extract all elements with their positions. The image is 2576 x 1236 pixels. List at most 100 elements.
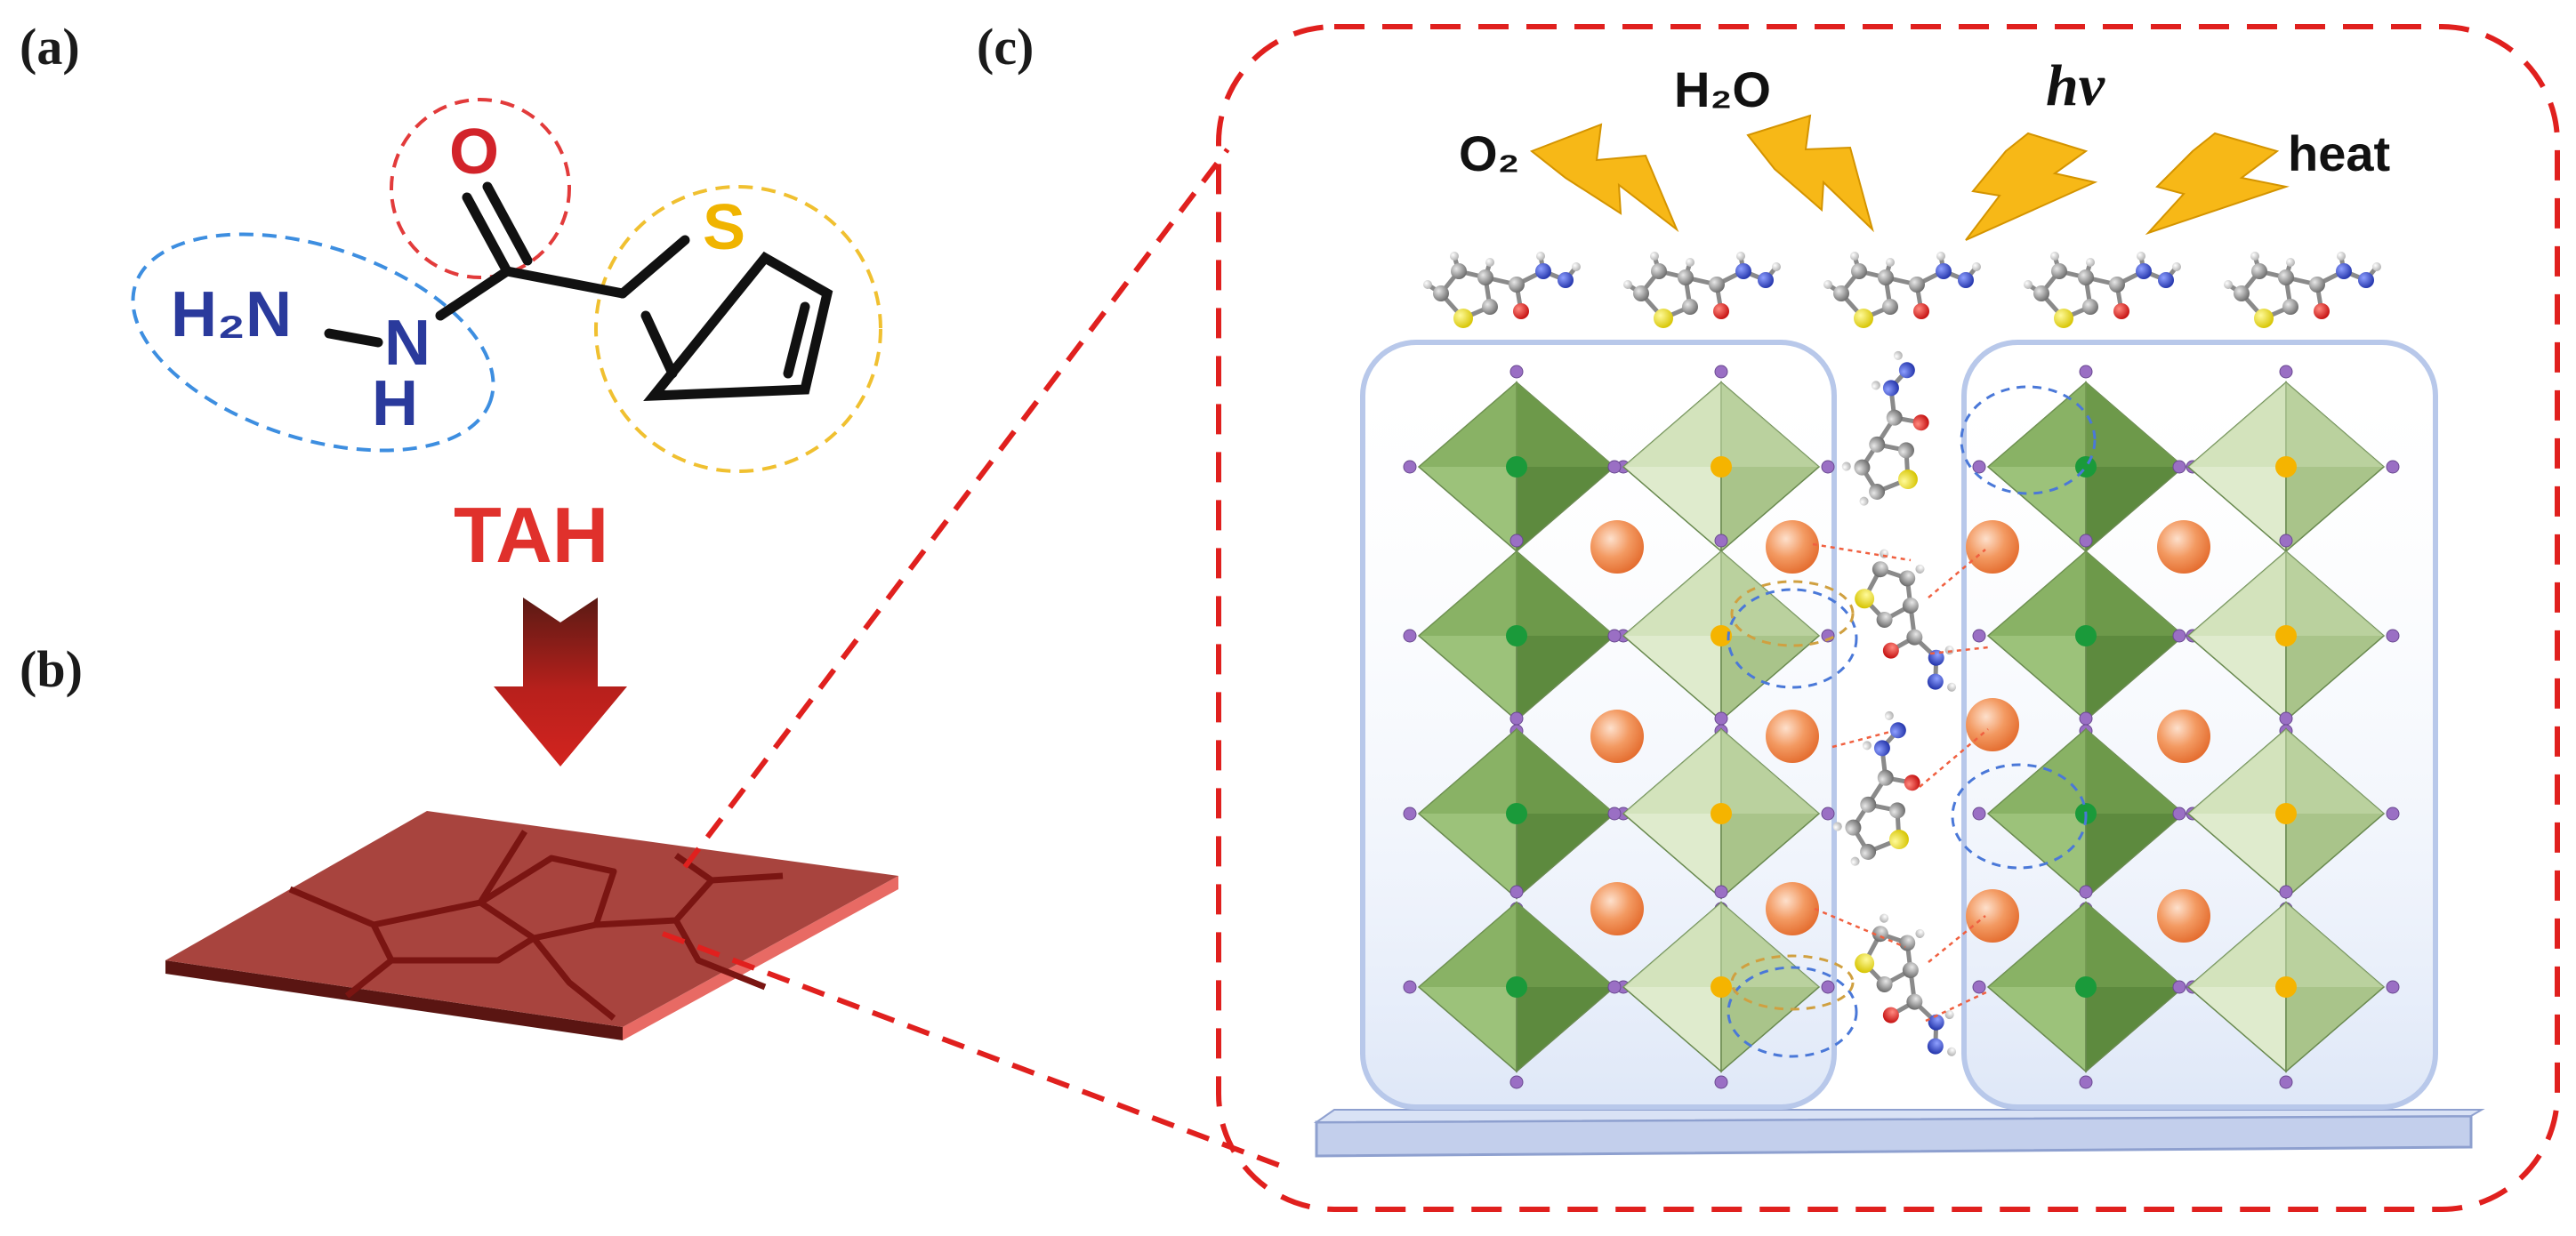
halide-atom — [2386, 629, 2400, 643]
b-site-atom — [2275, 803, 2297, 824]
tah-molecule-model — [1855, 913, 1957, 1056]
halide-atom — [1403, 460, 1417, 474]
zoom-guide-lines — [661, 148, 1292, 1172]
down-arrow-icon — [494, 598, 627, 766]
b-site-atom — [2075, 625, 2097, 646]
tah-molecule-model — [2024, 252, 2181, 328]
a-site-cation — [1590, 710, 1644, 763]
a-site-cation — [2157, 520, 2210, 574]
halide-atom — [2079, 711, 2093, 726]
a-site-cation — [1766, 710, 1819, 763]
halide-atom — [1403, 629, 1417, 643]
film-top-surface — [165, 811, 898, 1027]
sulfur-atom-label: S — [703, 192, 745, 263]
b-site-atom — [1506, 625, 1527, 646]
a-site-cation — [1966, 889, 2019, 943]
pbi6-octahedron — [1607, 711, 1835, 916]
halide-atom — [1972, 980, 1986, 994]
halide-atom — [1714, 1075, 1728, 1089]
imine-h-label: H — [372, 368, 418, 439]
halide-atom — [1607, 980, 1622, 994]
halide-atom — [2386, 980, 2400, 994]
pbi6-octahedron — [1403, 885, 1630, 1089]
b-site-atom — [2275, 456, 2297, 478]
oxygen-atom-label: O — [449, 116, 499, 188]
hydrazide-group-highlight — [131, 232, 495, 453]
pbi6-octahedron — [1972, 885, 2200, 1089]
thiophene-ring-highlight — [594, 185, 882, 473]
halide-atom — [2079, 1075, 2093, 1089]
perovskite-film — [165, 811, 898, 1040]
lightning-bolt-icon — [1530, 123, 1679, 233]
b-site-atom — [2075, 976, 2097, 998]
tah-molecule-model — [1823, 252, 1981, 328]
tah-molecule-model — [2224, 252, 2381, 328]
panel-label-b: (b) — [20, 640, 83, 698]
b-site-atom — [2275, 976, 2297, 998]
halide-atom — [2172, 460, 2186, 474]
grain-boundary-tah-molecules — [1832, 350, 1957, 1056]
halide-atom — [2279, 711, 2293, 726]
halide-atom — [1509, 711, 1524, 726]
b-site-atom — [1506, 976, 1527, 998]
b-site-atom — [1506, 803, 1527, 824]
octahedra-layer — [1403, 365, 2400, 1089]
b-site-atom — [1506, 456, 1527, 478]
halide-atom — [1821, 807, 1835, 821]
imine-n-label: N — [384, 308, 431, 379]
tah-molecule-model — [1623, 252, 1781, 328]
a-site-cation — [1966, 698, 2019, 751]
halide-atom — [2172, 807, 2186, 821]
halide-atom — [2279, 534, 2293, 548]
halide-atom — [1509, 885, 1524, 899]
halide-atom — [1403, 807, 1417, 821]
halide-atom — [1607, 629, 1622, 643]
halide-atom — [2079, 885, 2093, 899]
halide-atom — [1509, 534, 1524, 548]
pbi6-octahedron — [1403, 365, 1630, 569]
a-site-cation — [1766, 882, 1819, 935]
grain-boundaries — [288, 830, 784, 1021]
halide-atom — [2172, 629, 2186, 643]
tah-molecule-model — [1832, 710, 1920, 866]
halide-atom — [1509, 365, 1524, 379]
surface-tah-molecules — [1423, 252, 2381, 328]
halide-atom — [2172, 980, 2186, 994]
tah-name-label: TAH — [454, 491, 608, 579]
halide-atom — [1821, 460, 1835, 474]
lightning-bolt-icons — [1530, 114, 2290, 241]
a-site-cation — [1966, 520, 2019, 574]
light-stimulus-label: hv — [2046, 53, 2105, 118]
halide-atom — [2279, 885, 2293, 899]
stimuli: O₂ H₂O hv heat — [1459, 53, 2390, 241]
halide-atom — [1607, 807, 1622, 821]
lightning-bolt-icon — [1965, 132, 2098, 241]
a-site-cation — [1766, 520, 1819, 574]
interaction-markers — [1727, 385, 2097, 1058]
a-site-cation — [2157, 710, 2210, 763]
b-site-atom — [2275, 625, 2297, 646]
hydrogen-bond-lines — [1812, 542, 1989, 1023]
halide-atom — [1972, 460, 1986, 474]
panel-label-a: (a) — [20, 18, 80, 76]
halide-atom — [2279, 1075, 2293, 1089]
halide-atom — [2279, 365, 2293, 379]
zoom-frame — [1216, 24, 2560, 1212]
pbi6-octahedron — [1403, 534, 1630, 738]
halide-atom — [1509, 1075, 1524, 1089]
tah-molecule-model — [1855, 549, 1957, 692]
halide-atom — [2079, 534, 2093, 548]
halide-atom — [1714, 534, 1728, 548]
tah-molecule: O S H₂N N H TAH — [131, 98, 882, 766]
a-site-cation — [2157, 889, 2210, 943]
halide-atom — [1972, 807, 1986, 821]
b-site-atom — [1711, 976, 1732, 998]
pbi6-octahedron — [2172, 365, 2400, 569]
pbi6-octahedron — [1607, 885, 1835, 1089]
halide-atom — [1972, 629, 1986, 643]
lightning-bolt-icon — [2145, 132, 2290, 236]
a-site-cation — [1590, 520, 1644, 574]
halide-atom — [2386, 807, 2400, 821]
b-site-atom — [1711, 803, 1732, 824]
